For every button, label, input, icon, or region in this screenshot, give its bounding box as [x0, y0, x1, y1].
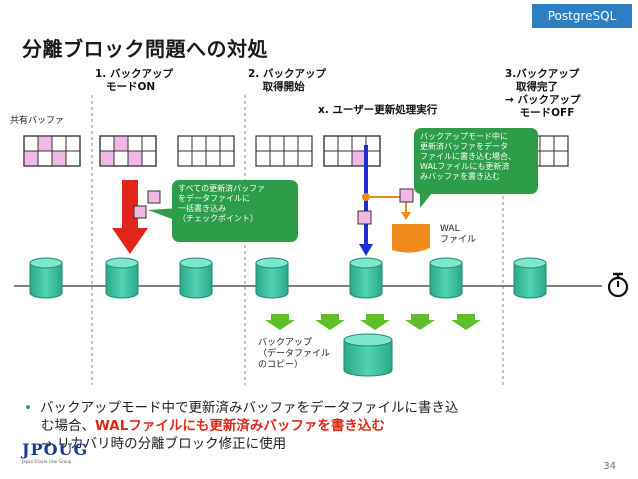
data-file-4 [255, 257, 289, 299]
postgresql-badge: PostgreSQL [532, 4, 632, 28]
step-2-label: 2. バックアップ 取得開始 [248, 68, 326, 93]
step-1-label: 1. バックアップ モードON [95, 68, 173, 93]
callout-wal-write: バックアップモード中に 更新済バッファをデータ ファイルに書き込む場合、 WAL… [414, 128, 538, 194]
callout-wal-pointer [420, 193, 432, 208]
shared-buffer-grid-1 [23, 135, 81, 167]
wal-file-label: WAL ファイル [440, 224, 477, 245]
data-file-5 [349, 257, 383, 299]
shared-buffer-label: 共有バッファ [10, 116, 65, 126]
bullet-line-2: む場合、 [41, 418, 95, 434]
bullet-line-3: → リカバリ時の分離ブロック修正に使用 [41, 436, 287, 452]
shared-buffer-grid-3 [177, 135, 235, 167]
step-3-label: 3.バックアップ 取得完了 → バックアップ モードOFF [505, 68, 581, 119]
bullet-line-1: バックアップモード中で更新済みバッファをデータファイルに書き込 [39, 400, 459, 416]
bullet-dot: • [24, 400, 32, 416]
jpoug-logo-text: JPOUG [22, 440, 89, 459]
shared-buffer-grid-4 [255, 135, 313, 167]
bullet-line-2-emphasis: WALファイルにも更新済みバッファを書き込む [95, 418, 385, 434]
data-file-7 [513, 257, 547, 299]
data-file-3 [179, 257, 213, 299]
page-title: 分離ブロック問題への対処 [22, 37, 268, 61]
step-x-label: x. ユーザー更新処理実行 [318, 104, 438, 116]
data-file-cylinders [29, 257, 547, 299]
backup-copy-label: バックアップ （データファイル のコピー） [258, 338, 331, 370]
stopwatch-icon [607, 272, 629, 298]
shared-buffer-grid-5 [323, 135, 381, 167]
callout-checkpoint: すべての更新済バッファ をデータファイルに 一括書き込み （チェックポイント） [172, 180, 298, 242]
data-file-2 [105, 257, 139, 299]
copy-arrows [265, 314, 481, 330]
data-file-1 [29, 257, 63, 299]
dirty-block-1 [147, 190, 161, 204]
jpoug-logo: JPOUG Japan Oracle User Group [22, 440, 88, 464]
dirty-block-3 [357, 210, 372, 225]
backup-data-file-cylinder [343, 333, 393, 377]
dirty-block-2 [133, 205, 147, 219]
jpoug-logo-subtitle: Japan Oracle User Group [22, 459, 72, 464]
data-file-6 [429, 257, 463, 299]
summary-bullet: • バックアップモード中で更新済みバッファをデータファイルに書き込 む場合、WAL… [24, 399, 458, 453]
page-number: 34 [603, 461, 616, 472]
wal-file-icon [392, 224, 430, 253]
dirty-block-4 [399, 188, 414, 203]
shared-buffer-grid-2 [99, 135, 157, 167]
